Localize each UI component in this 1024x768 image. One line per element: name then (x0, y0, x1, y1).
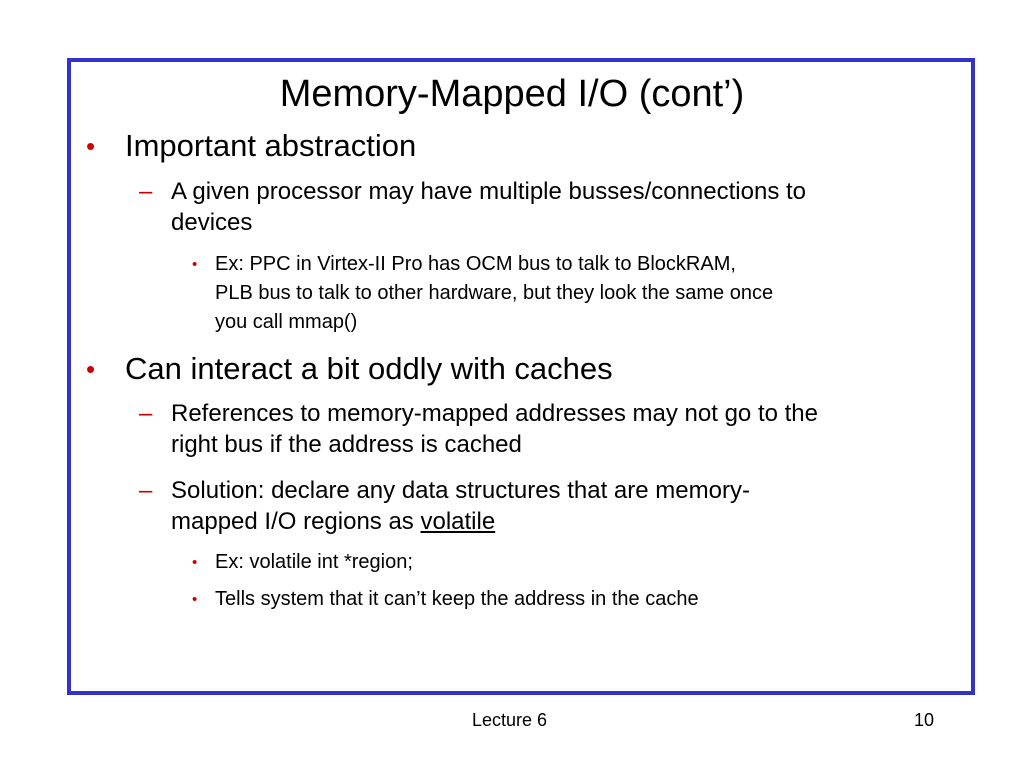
subsubbullet-text-line2: PLB bus to talk to other hardware, but t… (215, 282, 774, 304)
subbullet-multiple-busses: – A given processor may have multiple bu… (0, 176, 1024, 240)
subsubbullet-text: Ex: volatile int *region; (215, 551, 413, 573)
subsubbullet-text-line3: you call mmap() (215, 311, 358, 333)
dash-marker: – (139, 477, 153, 504)
slide-title: Memory-Mapped I/O (cont’) (279, 73, 745, 115)
bullet-marker: • (192, 256, 198, 273)
dash-marker: – (139, 400, 153, 427)
subsubbullet-cache-note: • Tells system that it can’t keep the ad… (0, 585, 1024, 615)
subbullet-text-line2: right bus if the address is cached (171, 431, 522, 458)
bullet-text: Important abstraction (125, 128, 417, 163)
slide-frame (67, 58, 975, 695)
subbullet-text-prefix: mapped I/O regions as (171, 508, 421, 535)
subbullet-text-line1: Solution: declare any data structures th… (171, 477, 750, 504)
volatile-keyword: volatile (420, 508, 496, 535)
slide-number: 10 (914, 710, 935, 730)
bullet-marker: • (86, 131, 96, 161)
subbullet-text-line2: mapped I/O regions as volatile (171, 506, 495, 537)
subsubbullet-ppc-example: • Ex: PPC in Virtex-II Pro has OCM bus t… (0, 250, 1024, 336)
subsubbullet-text: Tells system that it can’t keep the addr… (215, 588, 699, 610)
footer-lecture-label: Lecture 6 (472, 710, 548, 730)
bullet-caches: • Can interact a bit oddly with caches (0, 351, 1024, 391)
subsubbullet-text-line1: Ex: PPC in Virtex-II Pro has OCM bus to … (215, 253, 736, 275)
dash-marker: – (139, 178, 153, 205)
subbullet-references: – References to memory-mapped addresses … (0, 398, 1024, 462)
subbullet-text-line2: devices (171, 209, 253, 236)
subbullet-solution: – Solution: declare any data structures … (0, 475, 1024, 539)
subbullet-text-line1: References to memory-mapped addresses ma… (171, 400, 818, 427)
bullet-marker: • (192, 554, 198, 571)
bullet-marker: • (86, 354, 96, 384)
bullet-marker: • (192, 591, 198, 608)
bullet-important-abstraction: • Important abstraction (0, 128, 1024, 168)
bullet-text: Can interact a bit oddly with caches (125, 351, 613, 386)
subbullet-text-line1: A given processor may have multiple buss… (171, 178, 807, 205)
subsubbullet-volatile-example: • Ex: volatile int *region; (0, 548, 1024, 578)
